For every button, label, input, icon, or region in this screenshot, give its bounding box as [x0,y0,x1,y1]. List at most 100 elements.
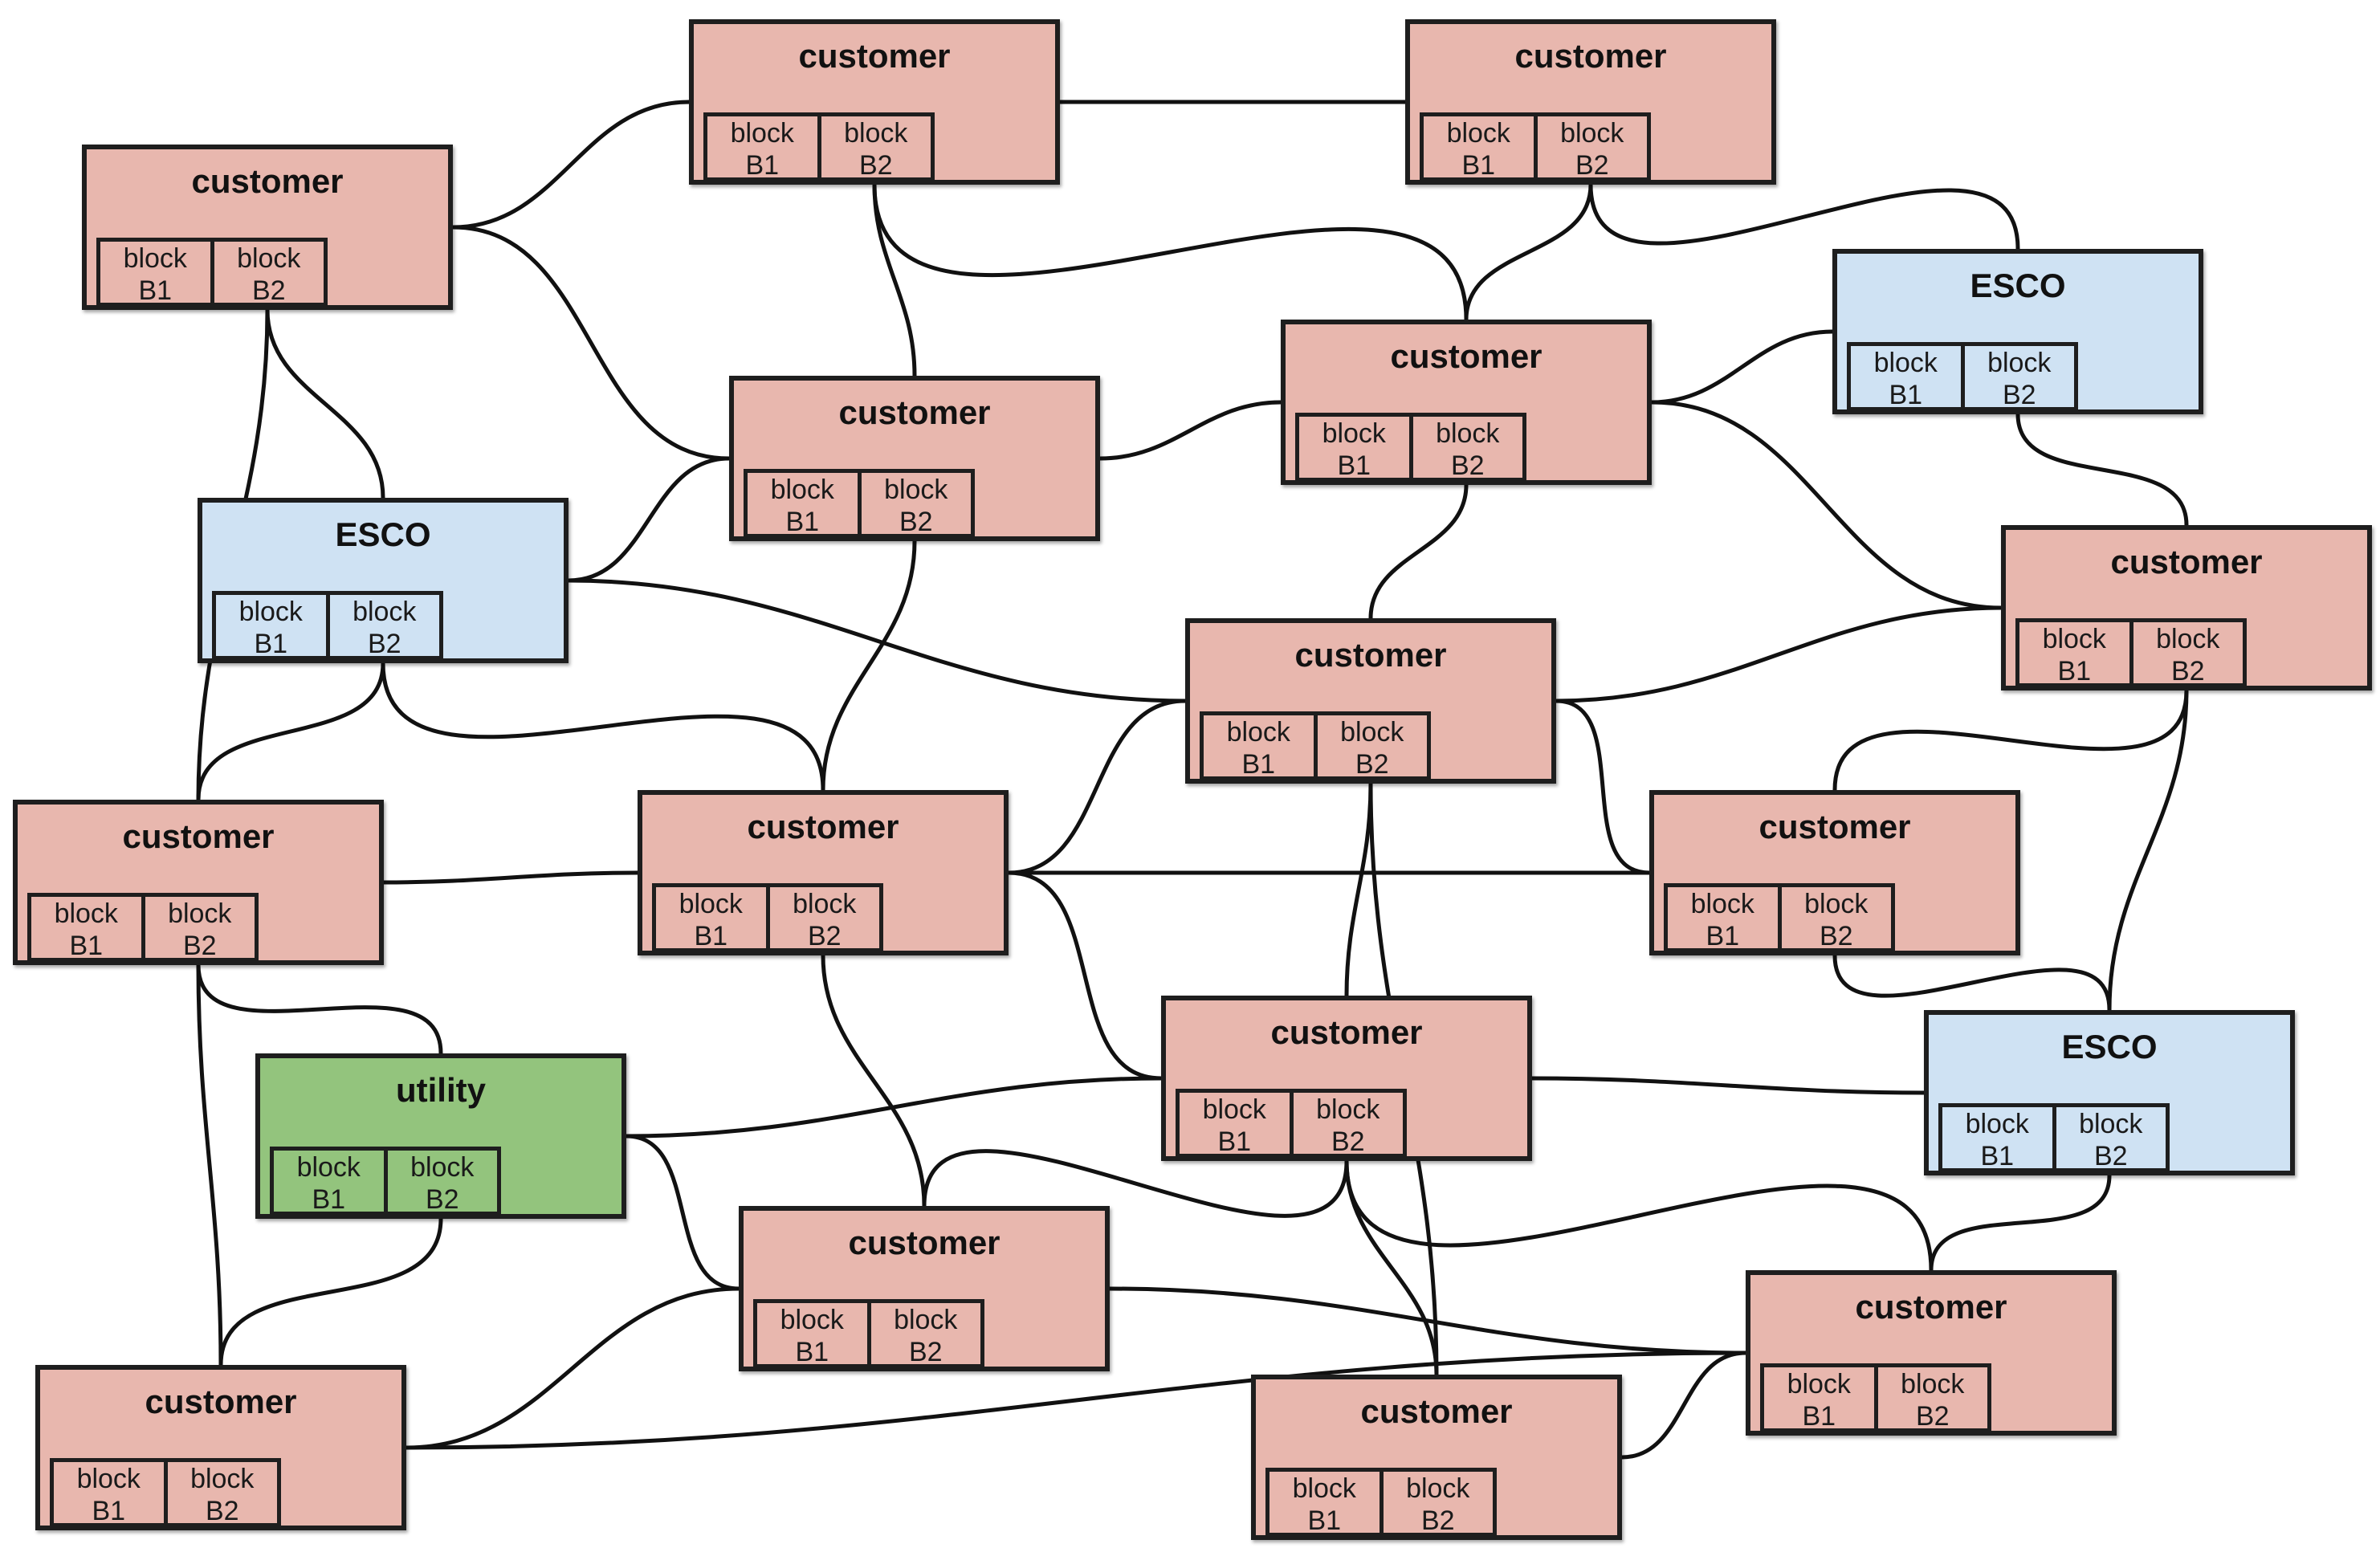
connection-line [452,100,690,230]
connection-line [2107,690,2189,1011]
node-title: customer [1759,808,1911,845]
connection-line [1368,484,1469,619]
node-title: customer [798,37,951,75]
block-label: block [353,597,417,627]
connection-line [1008,870,1162,1081]
block-id: B2 [251,275,286,306]
block-label: block [1690,889,1754,919]
connection-line [1555,699,1650,875]
block-label: block [1202,1094,1266,1125]
connection-line [568,578,1186,703]
node-title: customer [838,393,991,431]
connection-line [1651,329,1833,405]
block-id: B1 [1802,1401,1836,1432]
block-label: block [730,118,794,149]
connection-line [1344,783,1373,996]
connection-line [1832,690,2189,791]
block-id: B2 [2002,380,2036,410]
node-title: customer [1360,1392,1513,1430]
block-id: B1 [1337,450,1371,481]
block-id: B2 [899,507,933,537]
block-id: B1 [795,1337,829,1367]
block-label: block [1965,1109,2029,1139]
block-label: block [76,1464,141,1494]
block-id: B1 [1889,380,1923,410]
connection-line [2015,413,2189,526]
block-id: B2 [858,150,893,181]
node-title: customer [1294,636,1447,674]
block-id: B1 [1241,749,1276,780]
block-label: block [1560,118,1624,149]
connection-line [1008,699,1186,875]
block-id: B1 [785,507,820,537]
connection-line [872,184,917,377]
block-label: block [238,597,303,627]
block-label: block [2156,624,2220,654]
connection-line [1109,1286,1746,1355]
block-id: B1 [694,921,728,951]
block-label: block [1446,118,1510,149]
block-id: B2 [2093,1141,2128,1171]
block-label: block [1340,717,1404,748]
block-label: block [1787,1369,1851,1399]
block-label: block [1316,1094,1380,1125]
block-id: B2 [1420,1505,1455,1536]
node-title: customer [122,817,275,855]
connection-line [1555,605,2002,703]
block-id: B2 [1355,749,1389,780]
block-id: B2 [1331,1126,1365,1157]
node-title: customer [848,1224,1000,1261]
block-id: B1 [1980,1141,2015,1171]
block-id: B2 [367,629,401,659]
block-id: B2 [1450,450,1485,481]
node-title: ESCO [335,515,431,553]
block-label: block [793,889,857,919]
block-id: B2 [425,1184,459,1215]
block-id: B2 [807,921,842,951]
block-label: block [410,1152,475,1183]
connection-line [626,1134,740,1291]
node-title: customer [1855,1288,2007,1326]
